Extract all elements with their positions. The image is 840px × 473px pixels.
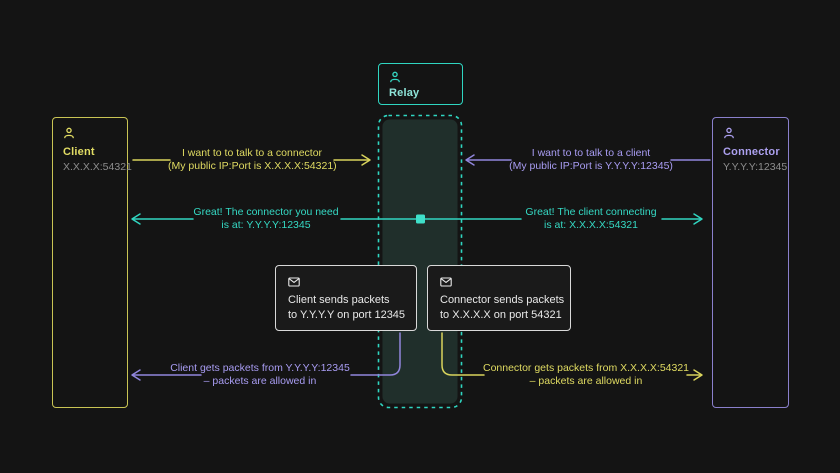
label-line2: (My public IP:Port is X.X.X.X:54321) — [168, 160, 337, 172]
label-line2: is at: X.X.X.X:54321 — [544, 219, 638, 231]
connector-title: Connector — [723, 146, 780, 158]
envelope-icon — [288, 277, 300, 287]
relay-node: Relay — [378, 63, 463, 105]
client-gets-label: Client gets packets from Y.Y.Y.Y:12345 –… — [168, 362, 352, 388]
connector-node: Connector Y.Y.Y.Y:12345 — [712, 117, 789, 408]
arrowhead-right-icon — [361, 154, 371, 166]
client-sends-note: Client sends packets to Y.Y.Y.Y on port … — [275, 265, 417, 331]
client-node: Client X.X.X.X:54321 — [52, 117, 132, 408]
person-icon — [390, 71, 400, 83]
person-icon — [64, 127, 74, 139]
label-line2: (My public IP:Port is Y.Y.Y.Y:12345) — [509, 160, 673, 172]
connector-address: Y.Y.Y.Y:12345 — [723, 161, 788, 173]
arrowhead-right-icon — [693, 213, 703, 225]
arrowhead-right-icon — [693, 369, 703, 381]
relay-zone-fill — [382, 119, 458, 404]
arrow-client-to-relay — [132, 154, 371, 166]
relay-to-connector-label: Great! The client connecting is at: X.X.… — [518, 206, 664, 232]
arrow-packets-to-connector — [441, 332, 703, 381]
client-to-relay-label: I want to to talk to a connector (My pub… — [168, 147, 337, 173]
arrow-relay-to-both — [131, 213, 703, 225]
relay-zone-dashed-border — [377, 114, 463, 409]
arrowhead-left-icon — [131, 369, 141, 381]
client-address: X.X.X.X:54321 — [63, 161, 132, 173]
label-line1: I want to to talk to a client — [531, 147, 651, 159]
arrowhead-left-icon — [131, 213, 141, 225]
client-sends-line2: to Y.Y.Y.Y on port 12345 — [288, 309, 406, 321]
label-line2: – packets are allowed in — [529, 375, 643, 387]
client-sends-line1: Client sends packets — [288, 294, 390, 306]
connector-gets-label: Connector gets packets from X.X.X.X:5432… — [482, 362, 690, 388]
label-line1: Connector gets packets from X.X.X.X:5432… — [482, 362, 690, 374]
label-line1: Great! The connector you need — [193, 206, 339, 218]
relay-zone — [377, 114, 463, 409]
connector-sends-line2: to X.X.X.X on port 54321 — [440, 309, 562, 321]
label-line1: Client gets packets from Y.Y.Y.Y:12345 — [170, 362, 350, 374]
label-line2: is at: Y.Y.Y.Y:12345 — [221, 219, 311, 231]
relay-port-marker — [416, 214, 425, 224]
label-line2: – packets are allowed in — [203, 375, 317, 387]
connector-sends-note: Connector sends packets to X.X.X.X on po… — [427, 265, 571, 331]
label-line1: I want to to talk to a connector — [181, 147, 323, 159]
connector-sends-line1: Connector sends packets — [440, 294, 565, 306]
relay-title: Relay — [389, 87, 420, 99]
envelope-icon — [440, 277, 452, 287]
arrow-connector-to-relay — [465, 154, 711, 166]
arrowhead-left-icon — [465, 154, 475, 166]
connector-to-relay-label: I want to to talk to a client (My public… — [508, 147, 674, 173]
arrow-packets-to-client — [131, 332, 401, 381]
client-title: Client — [63, 146, 95, 158]
person-icon — [724, 127, 734, 139]
relay-to-client-label: Great! The connector you need is at: Y.Y… — [190, 206, 342, 232]
label-line1: Great! The client connecting — [525, 206, 657, 218]
